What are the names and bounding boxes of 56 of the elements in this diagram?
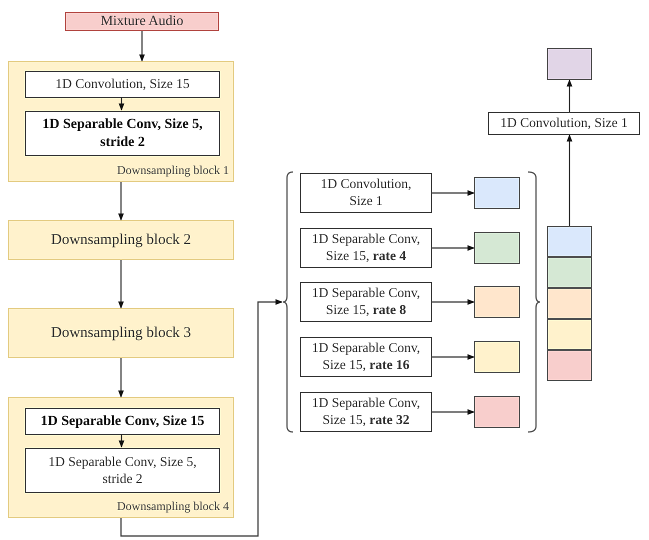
- layer-label: 1D Separable Conv, Size 5, stride 2: [47, 454, 198, 488]
- arrow: [432, 299, 475, 305]
- block-label: Downsampling block 2: [51, 232, 191, 248]
- layer-label: 1D Separable Conv, Size 15, rate 16: [310, 340, 422, 374]
- layer-box: [25, 408, 220, 435]
- arrow: [139, 31, 145, 62]
- block-panel: [8, 61, 234, 182]
- layer-box: [300, 228, 432, 268]
- feature-map: [474, 286, 520, 318]
- layer-box: [300, 282, 432, 322]
- feature-map: [547, 48, 592, 80]
- layer-box: [300, 173, 432, 213]
- layer-label: 1D Separable Conv, Size 15, rate 8: [310, 285, 422, 319]
- block-panel: [8, 220, 234, 260]
- block-panel: [8, 397, 234, 518]
- feature-map: [474, 232, 520, 264]
- feature-map: [474, 341, 520, 373]
- block-label: Downsampling block 3: [51, 324, 191, 342]
- arrow: [432, 190, 475, 196]
- arrow: [432, 409, 475, 415]
- layer-box: [25, 111, 220, 156]
- layer-label: 1D Separable Conv, Size 15: [40, 412, 204, 430]
- stacked-feature-map: [547, 226, 592, 257]
- layer-box: [300, 392, 432, 432]
- stacked-feature-map: [547, 319, 592, 350]
- arrow: [118, 358, 124, 398]
- input-label: Mixture Audio: [100, 14, 184, 30]
- layer-box: [25, 71, 220, 98]
- layer-box: [25, 448, 220, 493]
- feature-map: [474, 396, 520, 428]
- arrow: [118, 260, 124, 309]
- feature-map: [474, 177, 520, 209]
- arrow: [120, 299, 283, 537]
- arrow: [432, 354, 475, 360]
- arrow: [566, 79, 572, 112]
- arrow: [566, 134, 572, 226]
- arrow: [118, 97, 124, 111]
- block-panel: [8, 308, 234, 358]
- block-label: Downsampling block 1: [117, 163, 229, 178]
- layer-label: 1D Separable Conv, Size 5, stride 2: [41, 116, 204, 151]
- arrow: [118, 182, 124, 221]
- block-label: Downsampling block 4: [117, 499, 229, 514]
- layer-box: [300, 337, 432, 377]
- layer-label: 1D Convolution, Size 15: [55, 76, 190, 93]
- layer-label: 1D Separable Conv, Size 15, rate 32: [310, 395, 422, 429]
- arrow: [118, 434, 124, 448]
- layer-label: 1D Separable Conv, Size 15, rate 4: [310, 231, 422, 265]
- stacked-feature-map: [547, 350, 592, 381]
- arrow: [432, 245, 475, 251]
- layer-box: [488, 112, 640, 135]
- stacked-feature-map: [547, 257, 592, 288]
- layer-label: 1D Convolution, Size 1: [500, 115, 628, 132]
- stacked-feature-map: [547, 288, 592, 319]
- brace: [283, 172, 293, 432]
- input-box: [65, 12, 219, 31]
- layer-label: 1D Convolution, Size 1: [320, 176, 412, 210]
